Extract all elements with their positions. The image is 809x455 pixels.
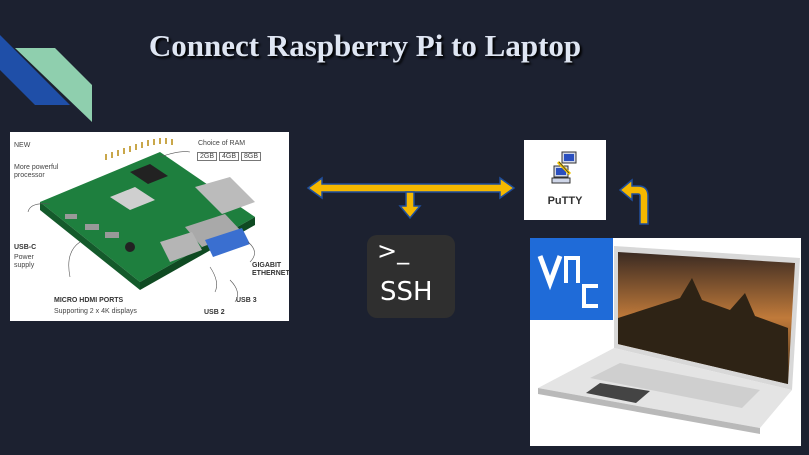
ethernet-label: GIGABIT ETHERNET [252,262,290,277]
usbc-desc: Power supply [14,254,35,269]
ram-option-4gb: 4GB [219,152,240,161]
page-title: Connect Raspberry Pi to Laptop [148,28,582,63]
raspberry-pi-board [27,138,255,303]
usbc-title: USB-C [14,244,37,251]
vnc-logo-icon [530,238,613,320]
putty-icon: PuTTY [524,140,606,220]
laptop-illustration [538,246,800,434]
ram-option-8gb: 8GB [241,152,262,161]
raspberry-pi-image: NEW More powerful processor Choice of RA… [10,132,290,321]
new-badge: NEW [14,142,31,149]
terminal-prompt: >_ [377,237,410,265]
usb2-label: USB 2 [204,309,225,316]
hdmi-title: MICRO HDMI PORTS [54,297,124,304]
ssh-label: SSH [380,277,433,307]
ram-title: Choice of RAM [198,140,246,147]
corner-decoration [0,35,92,122]
hdmi-desc: Supporting 2 x 4K displays [54,308,137,315]
curved-arrow [618,178,649,225]
laptop-image [530,238,801,446]
putty-label: PuTTY [547,195,583,207]
ssh-icon: >_ SSH [367,235,455,318]
ram-option-2gb: 2GB [197,152,218,161]
putty-computers-icon [551,151,577,184]
processor-label: More powerful processor [14,164,59,179]
double-arrow [306,176,516,200]
usb3-label: USB 3 [236,297,257,304]
down-arrow [398,191,422,220]
